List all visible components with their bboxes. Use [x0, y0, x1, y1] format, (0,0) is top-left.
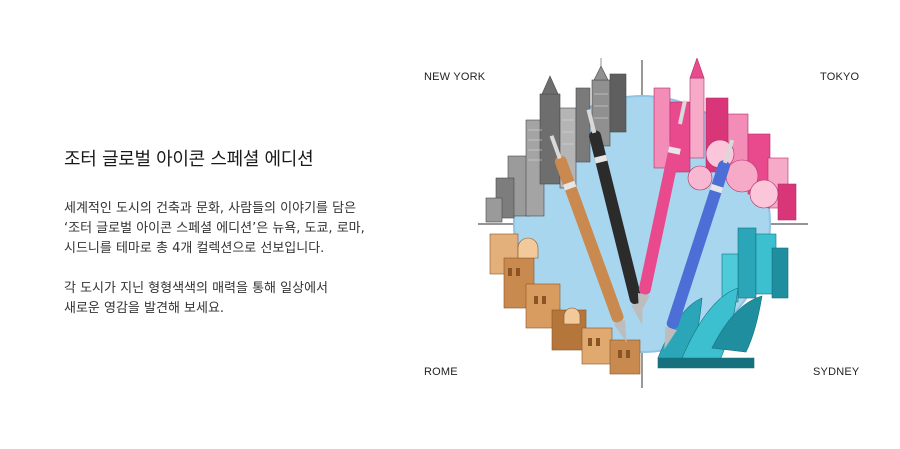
intro-copy: 조터 글로벌 아이콘 스페셜 에디션 세계적인 도시의 건축과 문화, 사람들의…	[64, 145, 424, 339]
sydney-skyline	[657, 227, 789, 369]
city-label-sydney: SYDNEY	[813, 366, 860, 378]
inspiration-line: 각 도시가 지닌 형형색색의 매력을 통해 일상에서	[64, 281, 328, 296]
pen-new-york	[586, 109, 643, 326]
global-icon-illustration	[478, 58, 808, 388]
tokyo-skyline	[653, 58, 797, 221]
city-label-new-york: NEW YORK	[424, 71, 486, 83]
pen-sydney	[664, 139, 735, 350]
page-title: 조터 글로벌 아이콘 스페셜 에디션	[64, 149, 314, 170]
city-label-tokyo: TOKYO	[820, 71, 860, 83]
pen-tokyo	[637, 100, 687, 316]
pen-rome	[549, 135, 627, 343]
inspiration-line: 새로운 영감을 발견해 보세요.	[64, 301, 225, 316]
description-line: 시드니를 테마로 총 4개 컬렉션으로 선보입니다.	[64, 241, 325, 256]
description-line: 세계적인 도시의 건축과 문화, 사람들의 이야기를 담은	[64, 201, 357, 216]
new-york-skyline	[485, 58, 627, 223]
city-label-rome: ROME	[424, 366, 458, 378]
description-paragraph: 세계적인 도시의 건축과 문화, 사람들의 이야기를 담은 ‘조터 글로벌 아이…	[64, 199, 424, 259]
description-line: ‘조터 글로벌 아이콘 스페셜 에디션’은 뉴욕, 도쿄, 로마,	[64, 221, 365, 236]
inspiration-paragraph: 각 도시가 지닌 형형색색의 매력을 통해 일상에서 새로운 영감을 발견해 보…	[64, 279, 424, 319]
rome-skyline	[489, 233, 641, 375]
